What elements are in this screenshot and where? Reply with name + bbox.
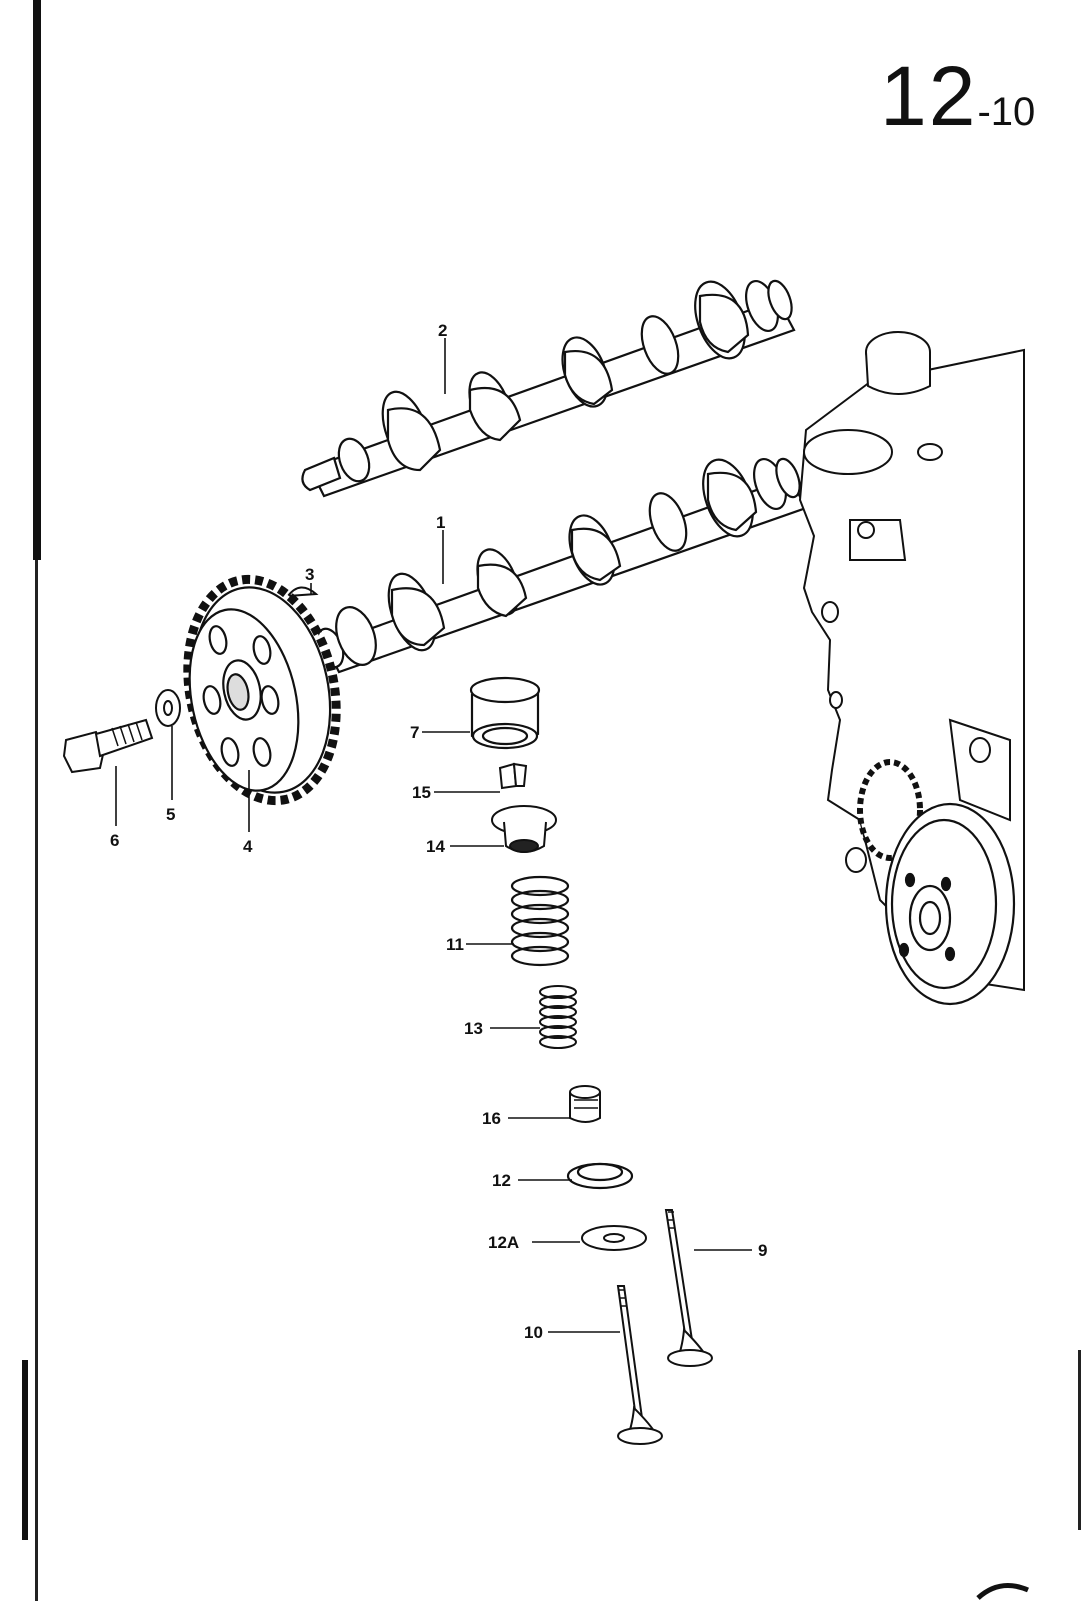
binding-edge-mark [33,0,41,560]
page-number-major: 12 [880,49,978,143]
callout-13: 13 [464,1019,483,1038]
callout-6: 6 [110,831,119,850]
intake-valve-part [664,1209,713,1367]
camshaft-lower-part [315,457,808,674]
callout-3: 3 [305,565,314,584]
lower-spring-seat-part [566,1162,634,1190]
page-number: 12-10 [880,48,1035,145]
washer-part [155,689,181,727]
callout-9: 9 [758,1241,767,1260]
inner-valve-spring-part [539,985,577,1049]
callout-16: 16 [482,1109,501,1128]
callout-14: 14 [426,837,445,856]
callout-10: 10 [524,1323,543,1342]
woodruff-key-part [285,586,319,598]
binding-edge-line [35,560,38,1601]
callout-15: 15 [412,783,431,802]
callout-2: 2 [438,321,447,340]
shim-part [581,1225,647,1251]
engine-front-pulley [857,759,1016,1006]
exhaust-valve-part [616,1285,663,1445]
callout-12a: 12A [488,1233,519,1252]
valve-cotters-part [498,762,528,790]
callout-7: 7 [410,723,419,742]
right-edge-mark [1078,1350,1081,1530]
callout-5: 5 [166,805,175,824]
valve-stem-seal-part [569,1085,601,1123]
upper-spring-seat-part [491,805,557,853]
callout-12: 12 [492,1171,511,1190]
binding-edge-mark-lower [22,1360,28,1540]
page-number-minor: -10 [977,90,1036,134]
next-page-number-fragment [976,1583,1029,1600]
callout-1: 1 [436,513,445,532]
bucket-tappet-part [469,676,541,750]
bolt-part [62,718,154,774]
callout-4: 4 [243,837,253,856]
outer-valve-spring-part [510,875,570,967]
camshaft-upper-part [301,279,796,498]
camshaft-sprocket-part [183,574,341,806]
leader-lines [115,338,752,1333]
callout-11: 11 [446,935,464,954]
